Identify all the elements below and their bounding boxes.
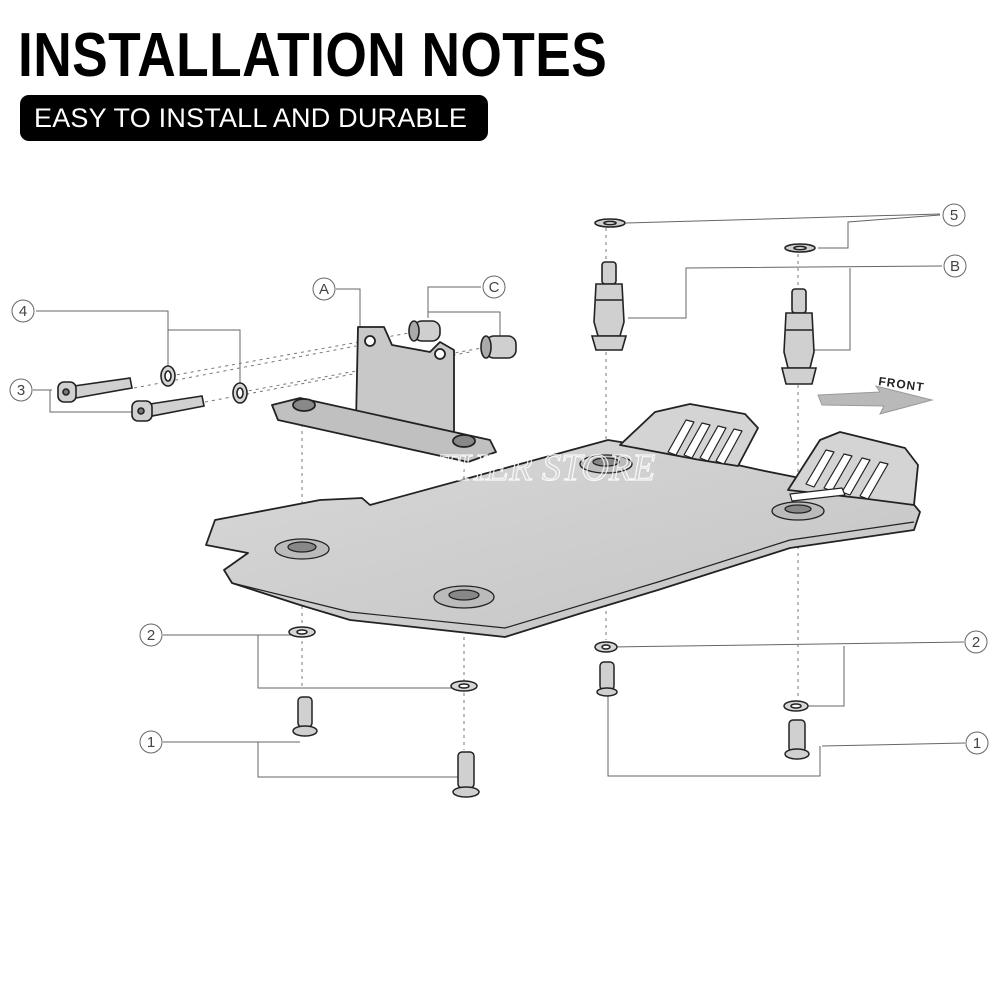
- svg-text:B: B: [950, 258, 960, 275]
- front-direction-arrow: FRONT: [817, 374, 934, 415]
- bolt-1-parts: [292, 661, 810, 798]
- watermark: OTHER STORE: [410, 447, 655, 489]
- washer-2-parts: [288, 626, 809, 712]
- svg-text:A: A: [319, 281, 329, 298]
- svg-text:C: C: [489, 279, 500, 296]
- spacer-c-parts: [408, 320, 517, 359]
- callout-b: B: [943, 254, 967, 278]
- skid-plate: [205, 403, 921, 638]
- subtitle-banner: EASY TO INSTALL AND DURABLE: [20, 95, 488, 141]
- callout-5: 5: [942, 203, 966, 227]
- svg-text:1: 1: [147, 734, 155, 751]
- callout-2-left: 2: [139, 623, 163, 647]
- svg-text:5: 5: [950, 207, 958, 224]
- front-label: FRONT: [878, 374, 926, 394]
- callout-4: 4: [11, 299, 35, 323]
- page-title: INSTALLATION NOTES: [18, 21, 608, 90]
- callout-2-right: 2: [964, 630, 988, 654]
- callout-1-right: 1: [965, 731, 989, 755]
- svg-text:1: 1: [973, 735, 981, 752]
- callout-a: A: [312, 277, 336, 301]
- callout-c: C: [482, 275, 506, 299]
- washer-4-parts: [160, 365, 248, 404]
- bracket-a: [271, 326, 497, 463]
- callout-1-left: 1: [139, 730, 163, 754]
- callout-3: 3: [9, 378, 33, 402]
- callout-labels: 5 B A C 4 3 2 1: [9, 203, 989, 755]
- svg-text:2: 2: [147, 627, 155, 644]
- leader-lines: [33, 213, 966, 778]
- svg-text:4: 4: [19, 303, 27, 320]
- svg-text:2: 2: [972, 634, 980, 651]
- svg-text:3: 3: [17, 382, 25, 399]
- bolt-3-parts: [57, 377, 205, 422]
- stud-b-parts: [590, 218, 818, 385]
